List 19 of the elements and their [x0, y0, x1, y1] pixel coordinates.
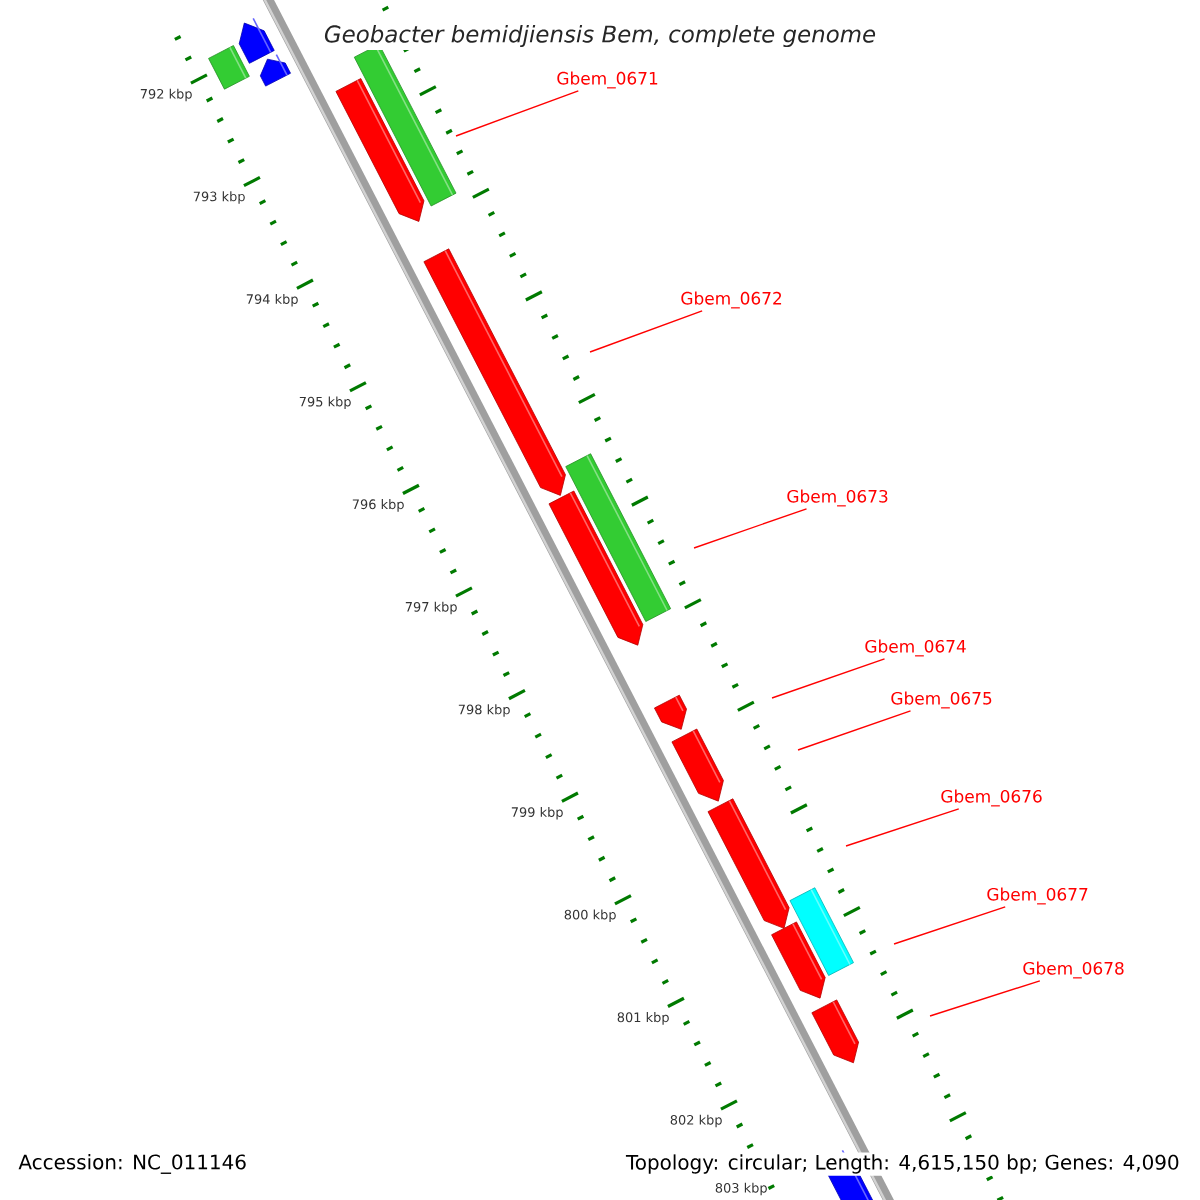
leader-line — [455, 90, 579, 137]
gene-label: Gbem_0674 — [865, 639, 966, 657]
gene-label: Gbem_0671 — [557, 71, 658, 89]
leader-line — [845, 808, 960, 847]
leader-line — [929, 980, 1041, 1017]
gene-label: Gbem_0672 — [681, 291, 782, 309]
leader-line — [797, 710, 912, 751]
leader-line — [771, 658, 886, 699]
leader-line — [589, 310, 703, 353]
genome-info-text: Topology: circular; Length: 4,615,150 bp; Genes: 4,090 — [624, 1152, 1182, 1176]
gene-label: Gbem_0676 — [941, 789, 1042, 807]
leader-line — [693, 508, 808, 549]
gene-label: Gbem_0677 — [987, 887, 1088, 905]
title: Geobacter bemidjiensis Bem, complete genome — [320, 21, 880, 51]
accession-text: Accession: NC_011146 — [18, 1154, 246, 1174]
gene-label: Gbem_0673 — [787, 489, 888, 507]
leader-line — [893, 906, 1006, 945]
gene-label: Gbem_0678 — [1023, 961, 1124, 979]
gene-label: Gbem_0675 — [891, 691, 992, 709]
